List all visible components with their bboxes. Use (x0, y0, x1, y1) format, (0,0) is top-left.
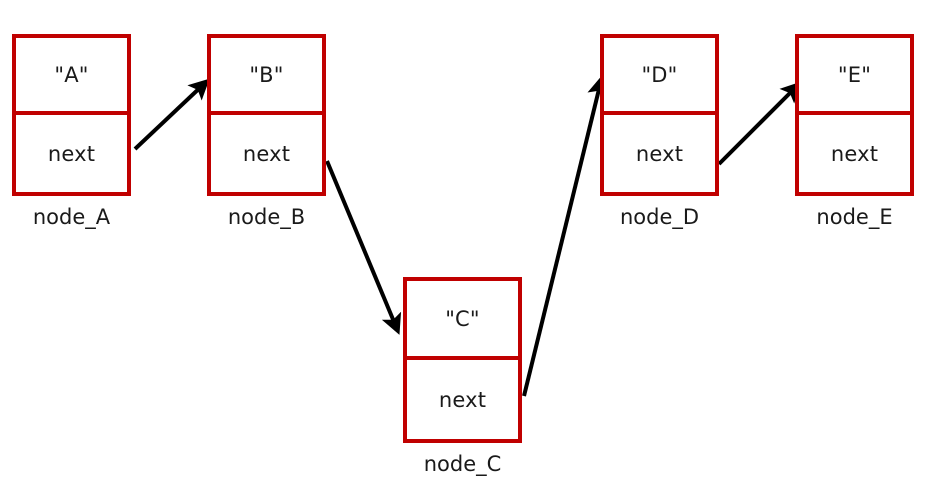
node-value-cell: "D" (604, 38, 715, 115)
arrow-d-to-e (717, 81, 802, 166)
node-next-cell: next (47, 141, 96, 166)
node-label-node_A: node_A (32, 205, 111, 229)
node-label-node_C: node_C (423, 452, 502, 476)
node-box-node_D[interactable]: "D" next (600, 34, 719, 196)
node-box-node_B[interactable]: "B" next (207, 34, 326, 196)
node-next-cell: next (830, 141, 879, 166)
node-next-cell: next (242, 141, 291, 166)
node-value-cell: "B" (211, 38, 322, 115)
arrow-c-to-d (522, 74, 608, 397)
node-box-node_E[interactable]: "E" next (795, 34, 914, 196)
node-next-cell: next (635, 141, 684, 166)
node-label-node_D: node_D (619, 205, 700, 229)
node-value-cell: "E" (799, 38, 910, 115)
arrow-a-to-b (133, 78, 210, 151)
node-label-node_B: node_B (227, 205, 306, 229)
node-label-node_E: node_E (816, 205, 893, 229)
node-value-cell: "C" (407, 281, 518, 360)
node-box-node_A[interactable]: "A" next (12, 34, 131, 196)
node-next-cell: next (438, 387, 487, 412)
node-value-cell: "A" (16, 38, 127, 115)
node-box-node_C[interactable]: "C" next (403, 277, 522, 443)
arrow-b-to-c (325, 160, 402, 335)
